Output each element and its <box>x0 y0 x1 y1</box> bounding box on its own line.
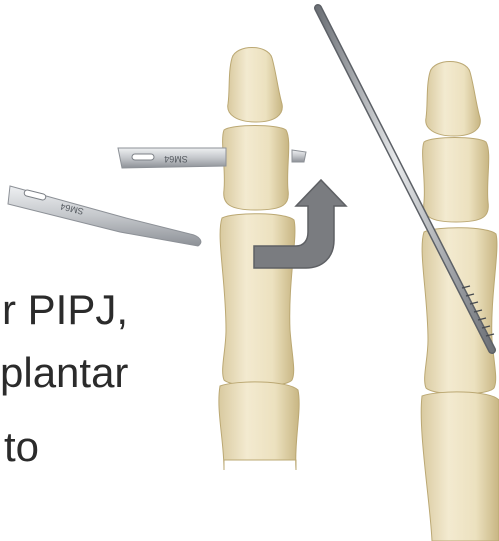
left-middle-phalanx <box>223 126 289 211</box>
left-distal-phalanx <box>228 48 283 123</box>
scalpel-blade-left: SM64 <box>8 186 201 246</box>
right-toe-bones <box>421 62 499 541</box>
left-proximal-phalanx <box>220 214 295 386</box>
blade-label-top: SM64 <box>164 154 188 164</box>
right-proximal-phalanx <box>422 228 497 394</box>
left-metatarsal <box>219 382 299 470</box>
right-metatarsal <box>421 392 499 541</box>
caption-line-1: r PIPJ, <box>2 289 128 331</box>
right-middle-phalanx <box>423 138 489 223</box>
right-distal-phalanx <box>426 62 481 137</box>
caption-line-2: plantar <box>0 352 128 394</box>
blade-tip-fragment <box>292 150 306 162</box>
caption-line-3: to <box>4 426 39 468</box>
